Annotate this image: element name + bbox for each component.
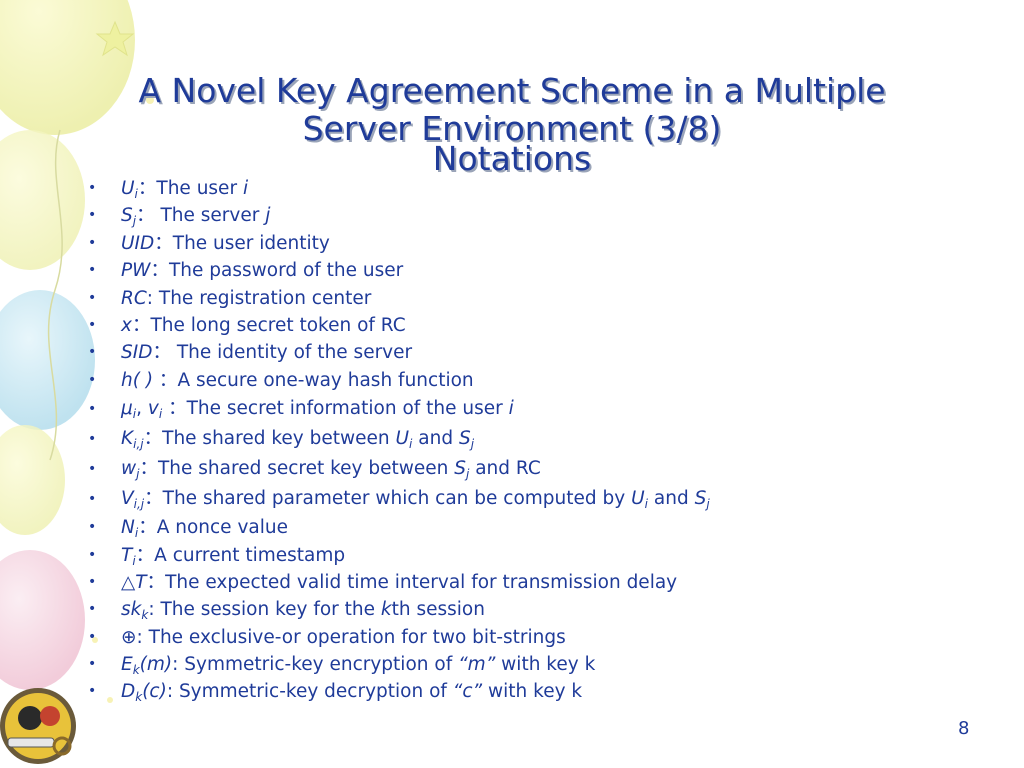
title-line-1: A Novel Key Agreement Scheme in a Multip…: [138, 71, 886, 110]
list-item: wj：The shared secret key between Sj and …: [88, 454, 710, 484]
list-item: RC: The registration center: [88, 285, 710, 313]
list-item: ⊕: The exclusive-or operation for two bi…: [88, 624, 710, 652]
slide-title: A Novel Key Agreement Scheme in a Multip…: [100, 72, 924, 186]
title-line-2: Server Environment (3/8): [302, 109, 722, 148]
subtitle: Notations: [432, 139, 592, 178]
list-item: h( ) ：A secure one-way hash function: [88, 367, 710, 395]
list-item: μi, vi ：The secret information of the us…: [88, 394, 710, 424]
notation-list: Ui：The user i Sj： The server j UID：The u…: [88, 175, 710, 706]
blue-balloon: [0, 290, 95, 430]
list-item: Ni：A nonce value: [88, 514, 710, 542]
xor-icon: ⊕: [121, 626, 137, 648]
pink-balloon: [0, 550, 85, 690]
keyholder-logo-icon: [0, 688, 76, 764]
list-item: Vi,j：The shared parameter which can be c…: [88, 484, 710, 514]
list-item: Ki,j：The shared key between Ui and Sj: [88, 424, 710, 454]
list-item: Sj： The server j: [88, 202, 710, 230]
list-item: △T：The expected valid time interval for …: [88, 569, 710, 597]
list-item: SID： The identity of the server: [88, 339, 710, 367]
star-icon: [95, 20, 135, 57]
list-item: Ti：A current timestamp: [88, 542, 710, 570]
yellow-balloon-mid: [0, 130, 85, 270]
list-item: PW：The password of the user: [88, 257, 710, 285]
triangle-icon: △: [121, 571, 136, 593]
yellow-balloon-low: [0, 425, 65, 535]
list-item: UID：The user identity: [88, 230, 710, 258]
list-item: Ek(m): Symmetric-key encryption of “m” w…: [88, 651, 710, 679]
list-item: Dk(c): Symmetric-key decryption of “c” w…: [88, 678, 710, 706]
list-item: x：The long secret token of RC: [88, 312, 710, 340]
page-number: 8: [958, 718, 970, 739]
list-item: Ui：The user i: [88, 175, 710, 203]
list-item: skk: The session key for the kth session: [88, 596, 710, 624]
